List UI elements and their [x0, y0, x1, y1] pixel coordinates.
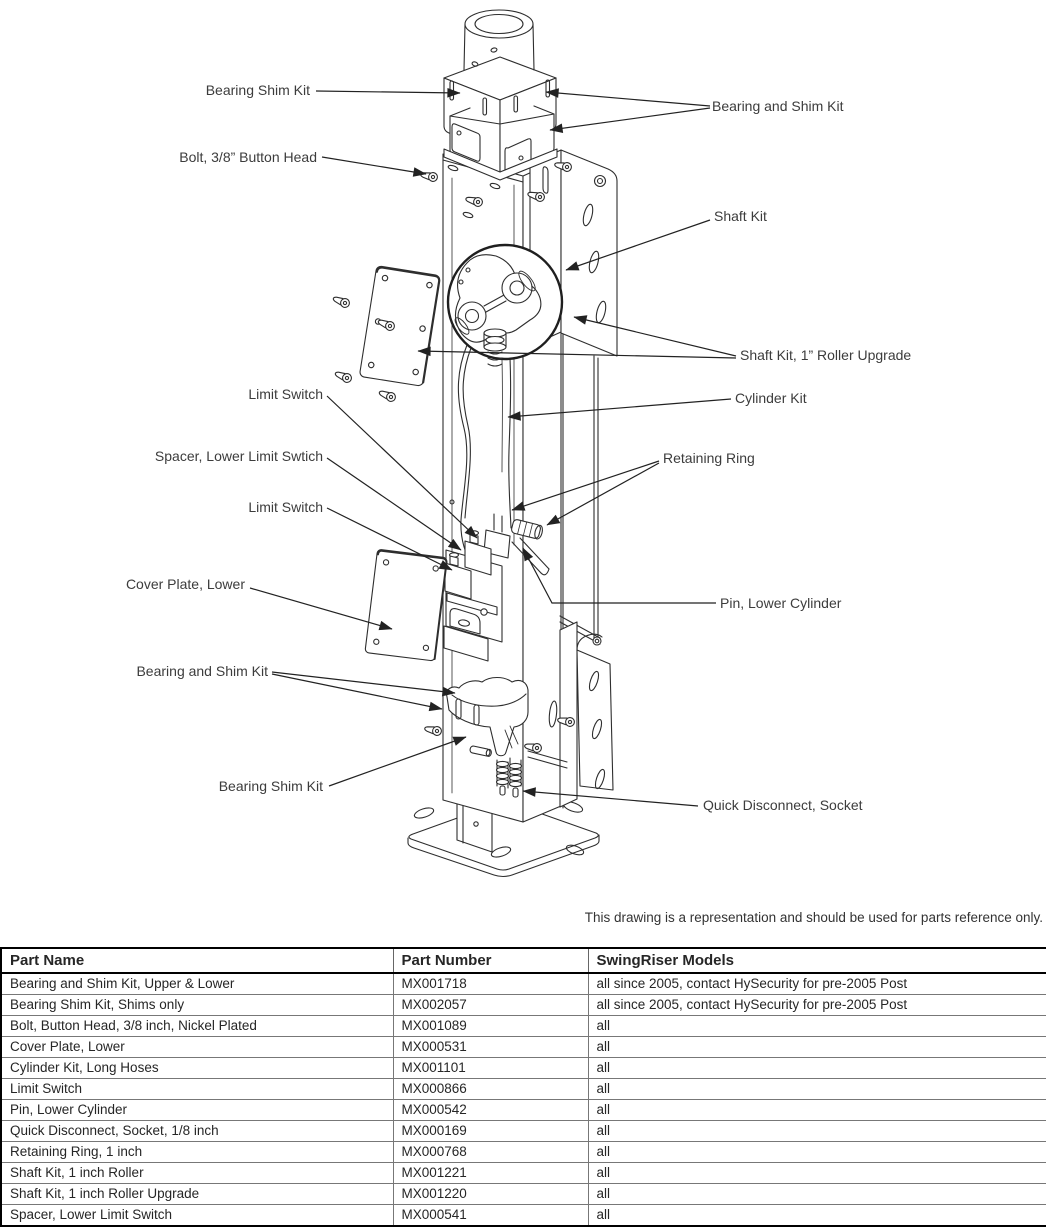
assembly-drawing: [249, 9, 737, 878]
label-bolt-button-head: Bolt, 3/8” Button Head: [179, 149, 317, 165]
label-bearing-shim-kit-bottom: Bearing Shim Kit: [218, 778, 323, 794]
cell-models: all: [587, 1162, 1046, 1184]
cell-models: all: [587, 1036, 1046, 1058]
reference-note: This drawing is a representation and sho…: [584, 910, 1043, 925]
col-header-part-name: Part Name: [0, 947, 394, 974]
cell-models: all: [587, 1141, 1046, 1163]
cell-part-name: Cylinder Kit, Long Hoses: [0, 1057, 394, 1079]
cell-part-number: MX000531: [392, 1036, 589, 1058]
lower-wall-bracket: [527, 615, 614, 808]
top-tube: [463, 9, 535, 71]
cell-models: all: [587, 1204, 1046, 1227]
shim-housing: [443, 105, 558, 181]
shaft-kit-detail-circle: [446, 243, 564, 367]
label-bearing-and-shim-kit-right: Bearing and Shim Kit: [712, 98, 844, 114]
cell-part-number: MX000866: [392, 1078, 589, 1100]
cell-models: all: [587, 1120, 1046, 1142]
label-limit-switch-lower: Limit Switch: [248, 499, 323, 515]
cell-models: all: [587, 1057, 1046, 1079]
cell-part-name: Quick Disconnect, Socket, 1/8 inch: [0, 1120, 394, 1142]
cell-part-number: MX000169: [392, 1120, 589, 1142]
cell-part-number: MX000541: [392, 1204, 589, 1227]
label-spacer-lower-limit-switch: Spacer, Lower Limit Swtich: [154, 448, 323, 464]
cell-part-number: MX001718: [392, 972, 589, 995]
col-header-models: SwingRiser Models: [587, 947, 1046, 974]
cell-models: all since 2005, contact HySecurity for p…: [587, 994, 1046, 1016]
table-header-row: Part Name Part Number SwingRiser Models: [0, 947, 1046, 974]
cell-part-number: MX001089: [392, 1015, 589, 1037]
label-shaft-kit: Shaft Kit: [714, 208, 767, 224]
lower-cover-plate: [364, 549, 448, 662]
label-shaft-kit-roller-upgrade: Shaft Kit, 1” Roller Upgrade: [740, 347, 912, 363]
cell-part-number: MX000542: [392, 1099, 589, 1121]
label-cover-plate-lower: Cover Plate, Lower: [125, 576, 245, 592]
cell-part-number: MX001101: [392, 1057, 589, 1079]
label-bearing-shim-kit-top: Bearing Shim Kit: [205, 82, 310, 98]
callout-leader-lines: [249, 88, 737, 807]
cell-part-name: Limit Switch: [0, 1078, 394, 1100]
cell-models: all since 2005, contact HySecurity for p…: [587, 972, 1046, 995]
label-pin-lower-cylinder: Pin, Lower Cylinder: [720, 595, 842, 611]
cell-part-number: MX000768: [392, 1141, 589, 1163]
col-header-part-number: Part Number: [392, 947, 589, 974]
cell-models: all: [587, 1015, 1046, 1037]
cell-part-name: Shaft Kit, 1 inch Roller: [0, 1162, 394, 1184]
cell-part-name: Spacer, Lower Limit Switch: [0, 1204, 394, 1227]
cell-models: all: [587, 1099, 1046, 1121]
cell-part-name: Retaining Ring, 1 inch: [0, 1141, 394, 1163]
cell-part-number: MX002057: [392, 994, 589, 1016]
quick-disconnect-sockets: [495, 757, 523, 798]
cell-part-number: MX001220: [392, 1183, 589, 1205]
cell-part-name: Shaft Kit, 1 inch Roller Upgrade: [0, 1183, 394, 1205]
cell-models: all: [587, 1078, 1046, 1100]
parts-table: Part Name Part Number SwingRiser Models …: [0, 947, 1046, 1227]
cell-part-number: MX001221: [392, 1162, 589, 1184]
label-bearing-and-shim-kit-left: Bearing and Shim Kit: [136, 663, 268, 679]
lower-bearing-saddle: [423, 676, 529, 757]
label-quick-disconnect-socket: Quick Disconnect, Socket: [703, 797, 863, 813]
cell-models: all: [587, 1183, 1046, 1205]
upper-cover-plate: [331, 265, 441, 404]
cell-part-name: Bearing Shim Kit, Shims only: [0, 994, 394, 1016]
label-retaining-ring: Retaining Ring: [663, 450, 755, 466]
label-cylinder-kit: Cylinder Kit: [735, 390, 807, 406]
drawing-area: Bearing Shim Kit Bolt, 3/8” Button Head …: [125, 9, 1043, 925]
label-limit-switch-upper: Limit Switch: [248, 386, 323, 402]
cell-part-name: Cover Plate, Lower: [0, 1036, 394, 1058]
cell-part-name: Bolt, Button Head, 3/8 inch, Nickel Plat…: [0, 1015, 394, 1037]
cell-part-name: Bearing and Shim Kit, Upper & Lower: [0, 972, 394, 995]
tab-bracket: [443, 608, 489, 662]
table-row: Bolt, Button Head, 3/8 inch, Nickel Plat…: [0, 1015, 1046, 1037]
cell-part-name: Pin, Lower Cylinder: [0, 1099, 394, 1121]
